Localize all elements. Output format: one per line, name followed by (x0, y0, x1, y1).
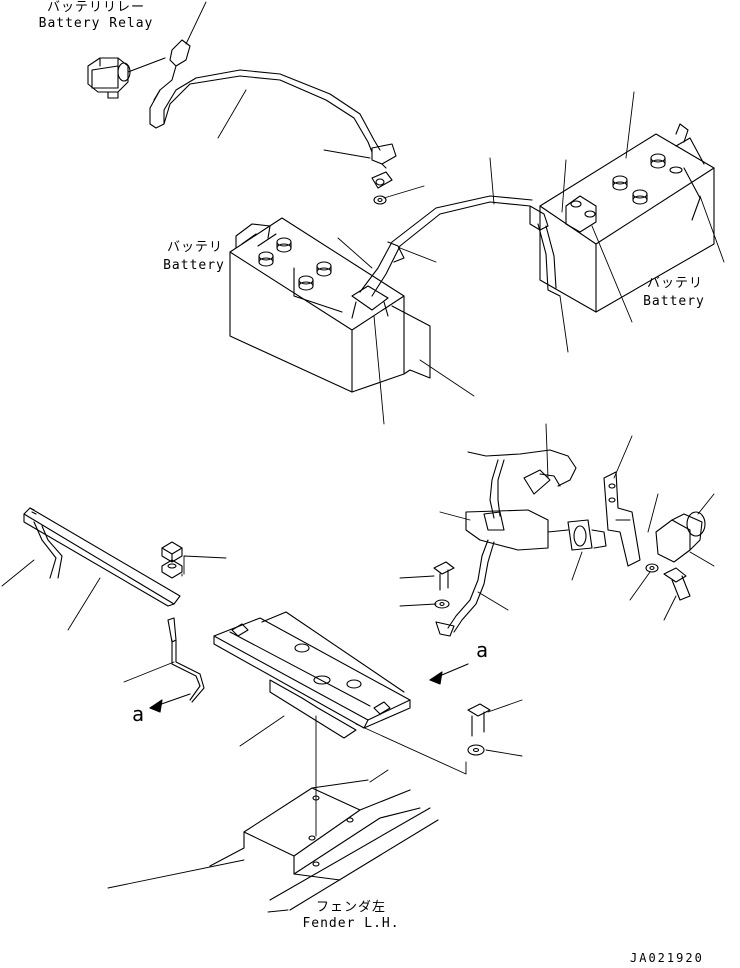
battery-relay-label-en: Battery Relay (38, 16, 154, 31)
bolt-lower (467, 703, 491, 737)
battery-right (529, 123, 715, 313)
cable-duct (23, 507, 181, 607)
fender-label-jp: フェンダ左 (315, 900, 386, 915)
terminal-cap (655, 511, 706, 563)
washer-right (645, 563, 659, 573)
fender-platform (209, 779, 439, 911)
clamp-rod (167, 617, 205, 703)
terminal-nut (371, 171, 393, 189)
leader-lines (1, 1, 725, 913)
battery-hold-plate (391, 305, 431, 379)
harness-junction (435, 509, 569, 637)
view-a-label-lower: a (132, 702, 145, 726)
drawing-code: JA021920 (630, 951, 704, 965)
bolt-mid (433, 561, 455, 591)
fender-label-en: Fender L.H. (302, 916, 400, 931)
battery-right-label-jp: バッテリ (646, 276, 703, 291)
washer-top (373, 195, 387, 205)
battery-tray (213, 611, 411, 739)
battery-relay-label-jp: バッテリリレー (46, 0, 145, 15)
battery-right-label-en: Battery (643, 294, 705, 309)
battery-relay (87, 57, 166, 99)
battery-left (229, 217, 405, 393)
battery-left-label-en: Battery (163, 258, 225, 273)
harness-cable (467, 449, 577, 519)
washer-lower (467, 744, 485, 756)
battery-link-cable (359, 195, 533, 297)
relay-cable (149, 39, 397, 169)
battery-left-label-jp: バッテリ (166, 240, 223, 255)
nut-pair (161, 541, 183, 579)
bolt-right (663, 567, 691, 601)
view-a-label-right: a (476, 638, 489, 662)
view-arrow-lower (149, 693, 191, 713)
view-arrow-right (429, 663, 469, 685)
relay-switch (567, 519, 607, 551)
mount-bracket (603, 471, 641, 567)
washer-mid (434, 599, 450, 609)
